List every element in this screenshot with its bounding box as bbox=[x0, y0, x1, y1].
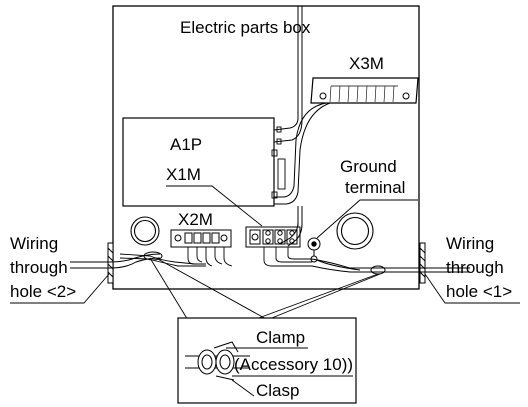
left-through-hole bbox=[70, 242, 163, 284]
x2m-wires bbox=[119, 247, 233, 267]
knockout-hole-right bbox=[336, 212, 374, 250]
clamp-label: Clamp bbox=[256, 328, 305, 347]
wiring-left-line1: Wiring bbox=[10, 234, 58, 253]
x3m-terminal-block bbox=[310, 77, 419, 104]
x1m-label: X1M bbox=[166, 165, 201, 184]
ground-leader bbox=[316, 199, 418, 239]
wiring-left-leader bbox=[10, 273, 110, 304]
wiring-left-line3: hole <2> bbox=[10, 282, 76, 301]
ground-label-line1: Ground bbox=[340, 157, 397, 176]
clasp-underline bbox=[231, 379, 255, 397]
right-through-hole bbox=[360, 242, 470, 284]
x1m-terminal-block bbox=[245, 226, 301, 248]
wiring-right-leader bbox=[424, 273, 520, 304]
wiring-left-line2: through bbox=[10, 258, 68, 277]
box-title: Electric parts box bbox=[180, 18, 311, 37]
ground-label-line2: terminal bbox=[345, 178, 405, 197]
wiring-right-line3: hole <1> bbox=[446, 282, 512, 301]
wiring-right-line2: through bbox=[446, 258, 504, 277]
box-outline bbox=[112, 5, 420, 290]
wire-bundle-x3m bbox=[273, 6, 331, 247]
clasp-label: Clasp bbox=[256, 381, 299, 400]
wiring-right-line1: Wiring bbox=[446, 234, 494, 253]
a1p-board bbox=[122, 117, 275, 207]
x1m-leader bbox=[166, 185, 263, 227]
x3m-label: X3M bbox=[349, 54, 384, 73]
a1p-label: A1P bbox=[170, 135, 202, 154]
x2m-terminal-block bbox=[170, 229, 232, 248]
x2m-label: X2M bbox=[178, 210, 213, 229]
a1p-connectors bbox=[271, 126, 286, 199]
ground-terminal bbox=[307, 237, 361, 271]
clamp-drawing bbox=[185, 341, 250, 381]
accessory-label: (Accessory 10)) bbox=[234, 355, 353, 374]
x1m-wires bbox=[263, 212, 428, 273]
knockout-hole-left bbox=[130, 216, 160, 246]
